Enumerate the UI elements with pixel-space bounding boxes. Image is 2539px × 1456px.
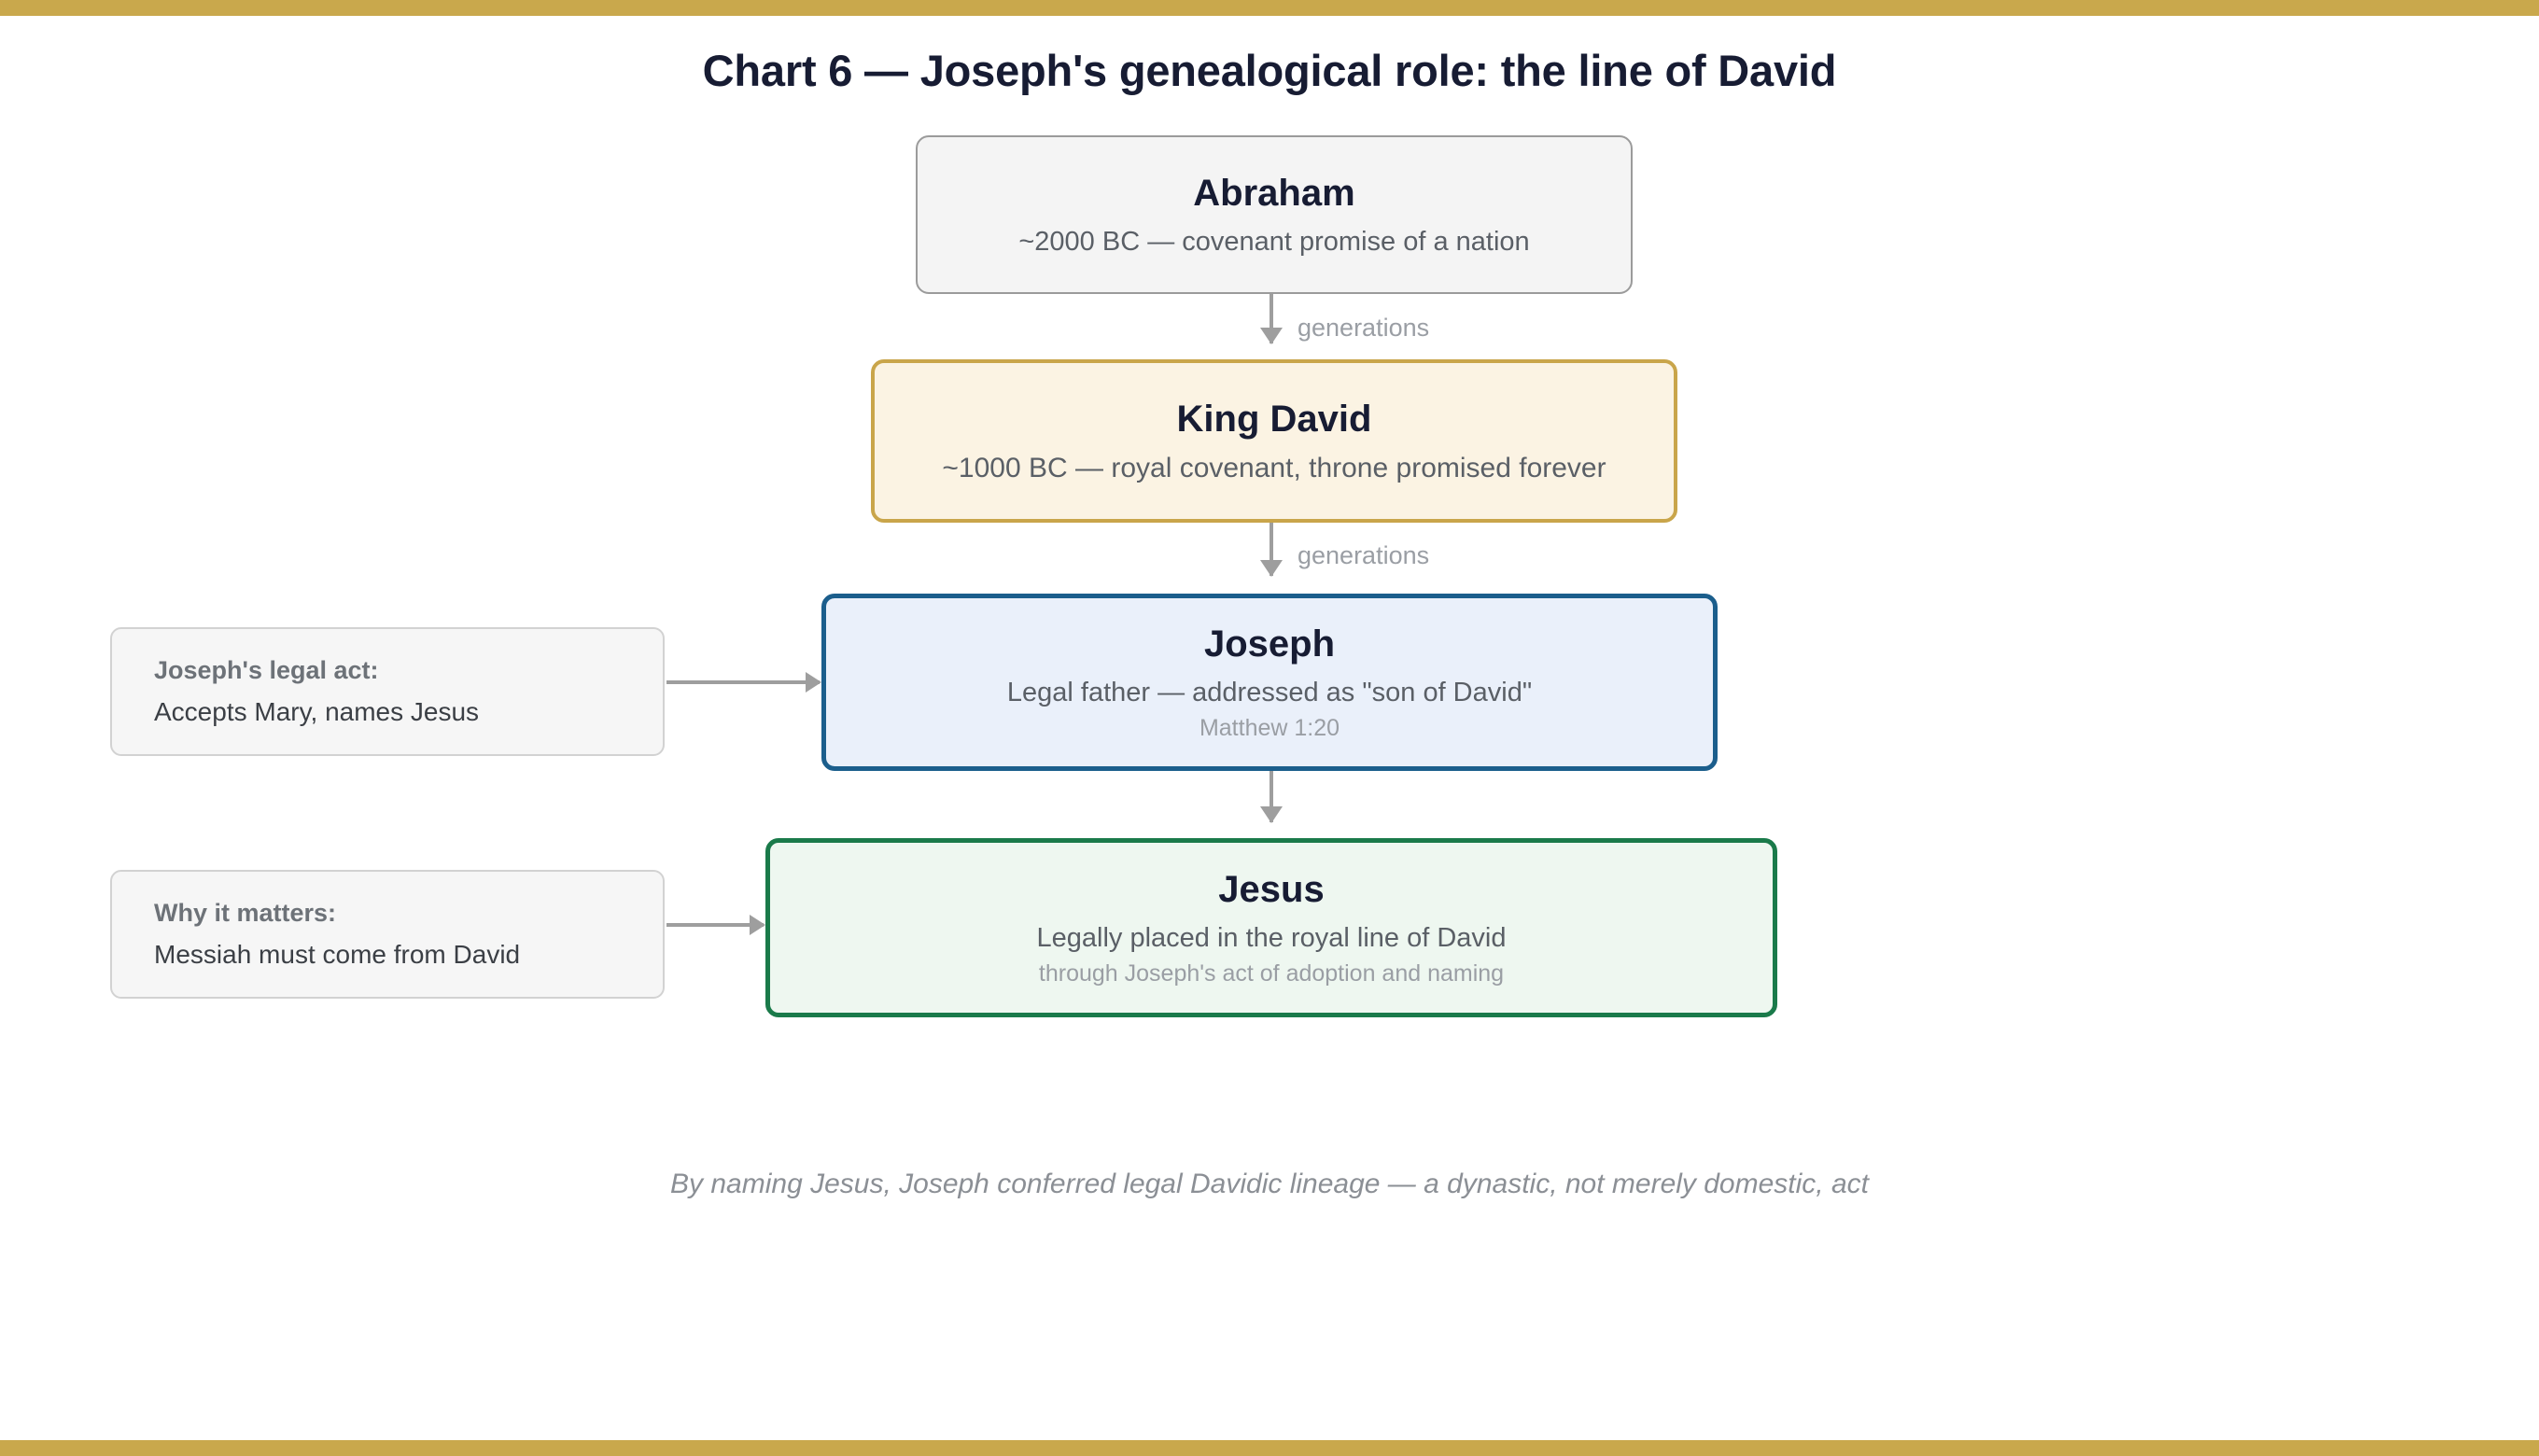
arrow-legal-act-to-joseph-icon	[666, 680, 820, 684]
arrow-abraham-to-david-icon	[1270, 294, 1273, 343]
node-joseph: Joseph Legal father — addressed as "son …	[821, 594, 1718, 771]
node-jesus-detail: through Joseph's act of adoption and nam…	[1038, 960, 1505, 987]
chart-caption: By naming Jesus, Joseph conferred legal …	[670, 1169, 1869, 1199]
annotation-legal-act-label: Joseph's legal act:	[154, 656, 379, 684]
annotation-why-text: Messiah must come from David	[154, 940, 521, 970]
node-king-david-title: King David	[1176, 398, 1372, 440]
node-jesus-title: Jesus	[1218, 868, 1325, 910]
page-title: Chart 6 — Joseph's genealogical role: th…	[702, 46, 1837, 95]
annotation-legal-act-text: Accepts Mary, names Jesus	[154, 697, 480, 727]
arrow-joseph-to-jesus-icon	[1270, 771, 1273, 822]
edge-label-generations-2: generations	[1298, 541, 1430, 569]
node-jesus: Jesus Legally placed in the royal line o…	[765, 838, 1777, 1017]
arrow-david-to-joseph-icon	[1270, 523, 1273, 576]
node-king-david: King David ~1000 BC — royal covenant, th…	[871, 359, 1677, 523]
arrow-why-to-jesus-icon	[666, 923, 764, 927]
node-joseph-title: Joseph	[1203, 623, 1336, 665]
node-abraham-title: Abraham	[1193, 172, 1355, 214]
node-joseph-scripture-ref: Matthew 1:20	[1199, 715, 1340, 742]
node-abraham: Abraham ~2000 BC — covenant promise of a…	[916, 135, 1633, 294]
top-accent-bar	[0, 0, 2539, 16]
node-king-david-subtitle: ~1000 BC — royal covenant, throne promis…	[942, 452, 1606, 483]
bottom-accent-bar	[0, 1440, 2539, 1456]
node-joseph-subtitle: Legal father — addressed as "son of Davi…	[1006, 677, 1533, 707]
annotation-why-it-matters: Why it matters: Messiah must come from D…	[110, 870, 665, 999]
edge-label-generations-1: generations	[1298, 314, 1430, 342]
node-abraham-subtitle: ~2000 BC — covenant promise of a nation	[1018, 226, 1530, 257]
annotation-why-label: Why it matters:	[154, 899, 337, 927]
node-jesus-subtitle: Legally placed in the royal line of Davi…	[1036, 922, 1507, 953]
annotation-josephs-legal-act: Joseph's legal act: Accepts Mary, names …	[110, 627, 665, 756]
